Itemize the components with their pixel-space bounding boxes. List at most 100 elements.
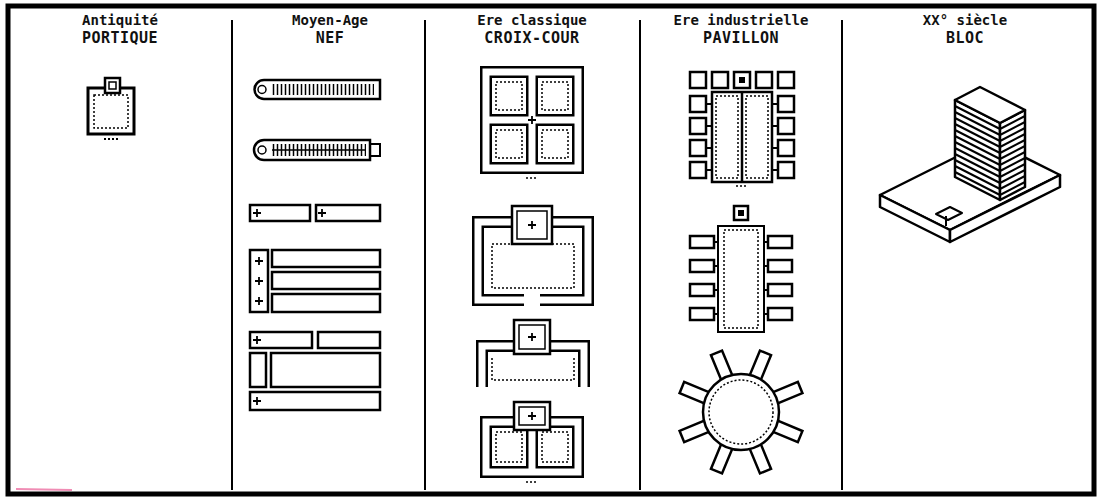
- pavillon-plan-part: [712, 92, 772, 182]
- bloc-isometric-part-part: [1000, 128, 1025, 141]
- portique-plan-part: [94, 95, 128, 128]
- bloc-isometric-part: [945, 216, 947, 226]
- pavillon-plan-part: [741, 92, 744, 182]
- bloc-isometric-part-part: [955, 142, 1000, 165]
- pavillon-plan-part-part: [778, 118, 794, 134]
- era-heading: Antiquité: [82, 12, 158, 29]
- pavillon-plan-part-part: [690, 118, 706, 134]
- nef-plan-part: [255, 80, 381, 99]
- frame-part: [16, 489, 72, 490]
- croix-cour-plan-part: [496, 82, 568, 178]
- bloc-isometric-part: [1000, 110, 1025, 200]
- croix-cour-plan-part-part: [542, 82, 568, 110]
- column-separator-part: [841, 20, 843, 490]
- nef-plan-part: [271, 353, 380, 387]
- bloc-isometric-part: [955, 106, 1025, 195]
- portique-plan: [88, 78, 134, 139]
- cross-symbol-part: [528, 116, 536, 124]
- cross-symbol-part: [528, 221, 536, 229]
- croix-cour-plan-part: [519, 407, 545, 425]
- pavillon-plan-part: [738, 210, 744, 216]
- nef-plan-part: [254, 140, 370, 160]
- nef-plan-part: [258, 146, 266, 154]
- frame: [8, 6, 1094, 494]
- croix-cour-plan-part: [492, 358, 574, 380]
- pavillon-plan-part-part: [690, 236, 714, 248]
- bloc-isometric-part-part: [1000, 170, 1025, 183]
- nef-plan-part: [272, 84, 374, 95]
- pavillon-plan-part: [716, 96, 738, 178]
- pavillon-plan-part-part: [768, 260, 792, 272]
- croix-cour-plan-part-part: [496, 432, 522, 462]
- pavillon-plan-part: [724, 230, 758, 328]
- column-separator-part: [639, 20, 641, 490]
- era-heading: XX° siècle: [923, 12, 1007, 29]
- bloc-isometric-part-part: [955, 160, 1000, 183]
- pavillon-plan-part-part: [690, 284, 714, 296]
- frame-part: [8, 6, 1094, 494]
- nef-plan-part: [272, 144, 366, 156]
- portique-plan-part: [88, 88, 134, 134]
- nef-plan-part: [250, 332, 312, 348]
- pavillon-plan-part-part: [734, 72, 750, 88]
- croix-cour-plan-part-part: [486, 72, 578, 168]
- croix-cour-plan-part-part: [486, 72, 578, 168]
- pavillon-plan-part-part: [690, 140, 706, 156]
- bloc-isometric-part: [880, 195, 950, 242]
- croix-cour-plan-part: [512, 206, 552, 244]
- pavillon-plan-part: [736, 185, 748, 187]
- bloc-isometric-part-part: [1000, 134, 1025, 147]
- era-heading: Moyen-Age: [292, 12, 368, 29]
- nef-plan-part: [272, 294, 380, 312]
- era-heading: Ere industrielle: [674, 12, 809, 29]
- croix-cour-plan-part: [519, 325, 545, 349]
- bloc-isometric-part-part: [955, 118, 1000, 141]
- type-heading: PORTIQUE: [82, 30, 158, 47]
- bloc-isometric-part-part: [1000, 140, 1025, 153]
- bloc-isometric-part-part: [1000, 152, 1025, 165]
- bloc-isometric-part-part: [955, 106, 1000, 129]
- croix-cour-plan-part-part: [526, 177, 538, 179]
- cross-symbol: [253, 116, 536, 420]
- portique-plan-part: [105, 78, 120, 93]
- column-separator: [232, 20, 842, 490]
- cross-symbol-part: [255, 297, 263, 305]
- cross-symbol-part: [253, 397, 261, 405]
- croix-cour-plan-part-part: [496, 82, 522, 110]
- pavillon-plan-part-part: [768, 308, 792, 320]
- bloc-isometric-part: [936, 207, 962, 220]
- pavillon-plan-part: [714, 242, 768, 314]
- croix-cour-plan: [478, 72, 588, 482]
- bloc-isometric-part-part: [1000, 158, 1025, 171]
- croix-cour-plan-part: [514, 320, 550, 354]
- bloc-isometric-part-part: [1000, 122, 1025, 135]
- nef-plan-part: [250, 205, 310, 221]
- croix-cour-plan-part: [486, 72, 578, 168]
- cross-symbol-part: [528, 333, 536, 341]
- pavillon-plan-part-part: [690, 72, 706, 88]
- croix-cour-plan-part: [517, 211, 547, 239]
- bloc-isometric-part-part: [955, 166, 1000, 189]
- bloc-isometric-part-part: [955, 112, 1000, 135]
- pavillon-plan-part-part: [712, 72, 728, 88]
- type-heading: BLOC: [946, 30, 984, 47]
- cross-symbol-part: [253, 209, 261, 217]
- nef-plan-part: [250, 392, 380, 410]
- nef-plan-part: [250, 250, 268, 312]
- portique-plan-part: [104, 138, 118, 140]
- pavillon-plan-part-part: [690, 96, 706, 112]
- croix-cour-plan-part: [492, 244, 574, 288]
- cross-symbol-part: [318, 209, 326, 217]
- portique-plan-part: [109, 82, 116, 89]
- croix-cour-plan-part: [486, 72, 578, 168]
- nef-plan-part: [318, 332, 380, 348]
- cross-symbol-part: [255, 277, 263, 285]
- pavillon-plan-part: [746, 96, 768, 178]
- pavillon-plan-part-part: [768, 284, 792, 296]
- nef-plan-part: [272, 149, 366, 151]
- type-heading: NEF: [316, 30, 345, 47]
- pavillon-plan-part: [703, 374, 779, 450]
- bloc-isometric-part-part: [955, 124, 1000, 147]
